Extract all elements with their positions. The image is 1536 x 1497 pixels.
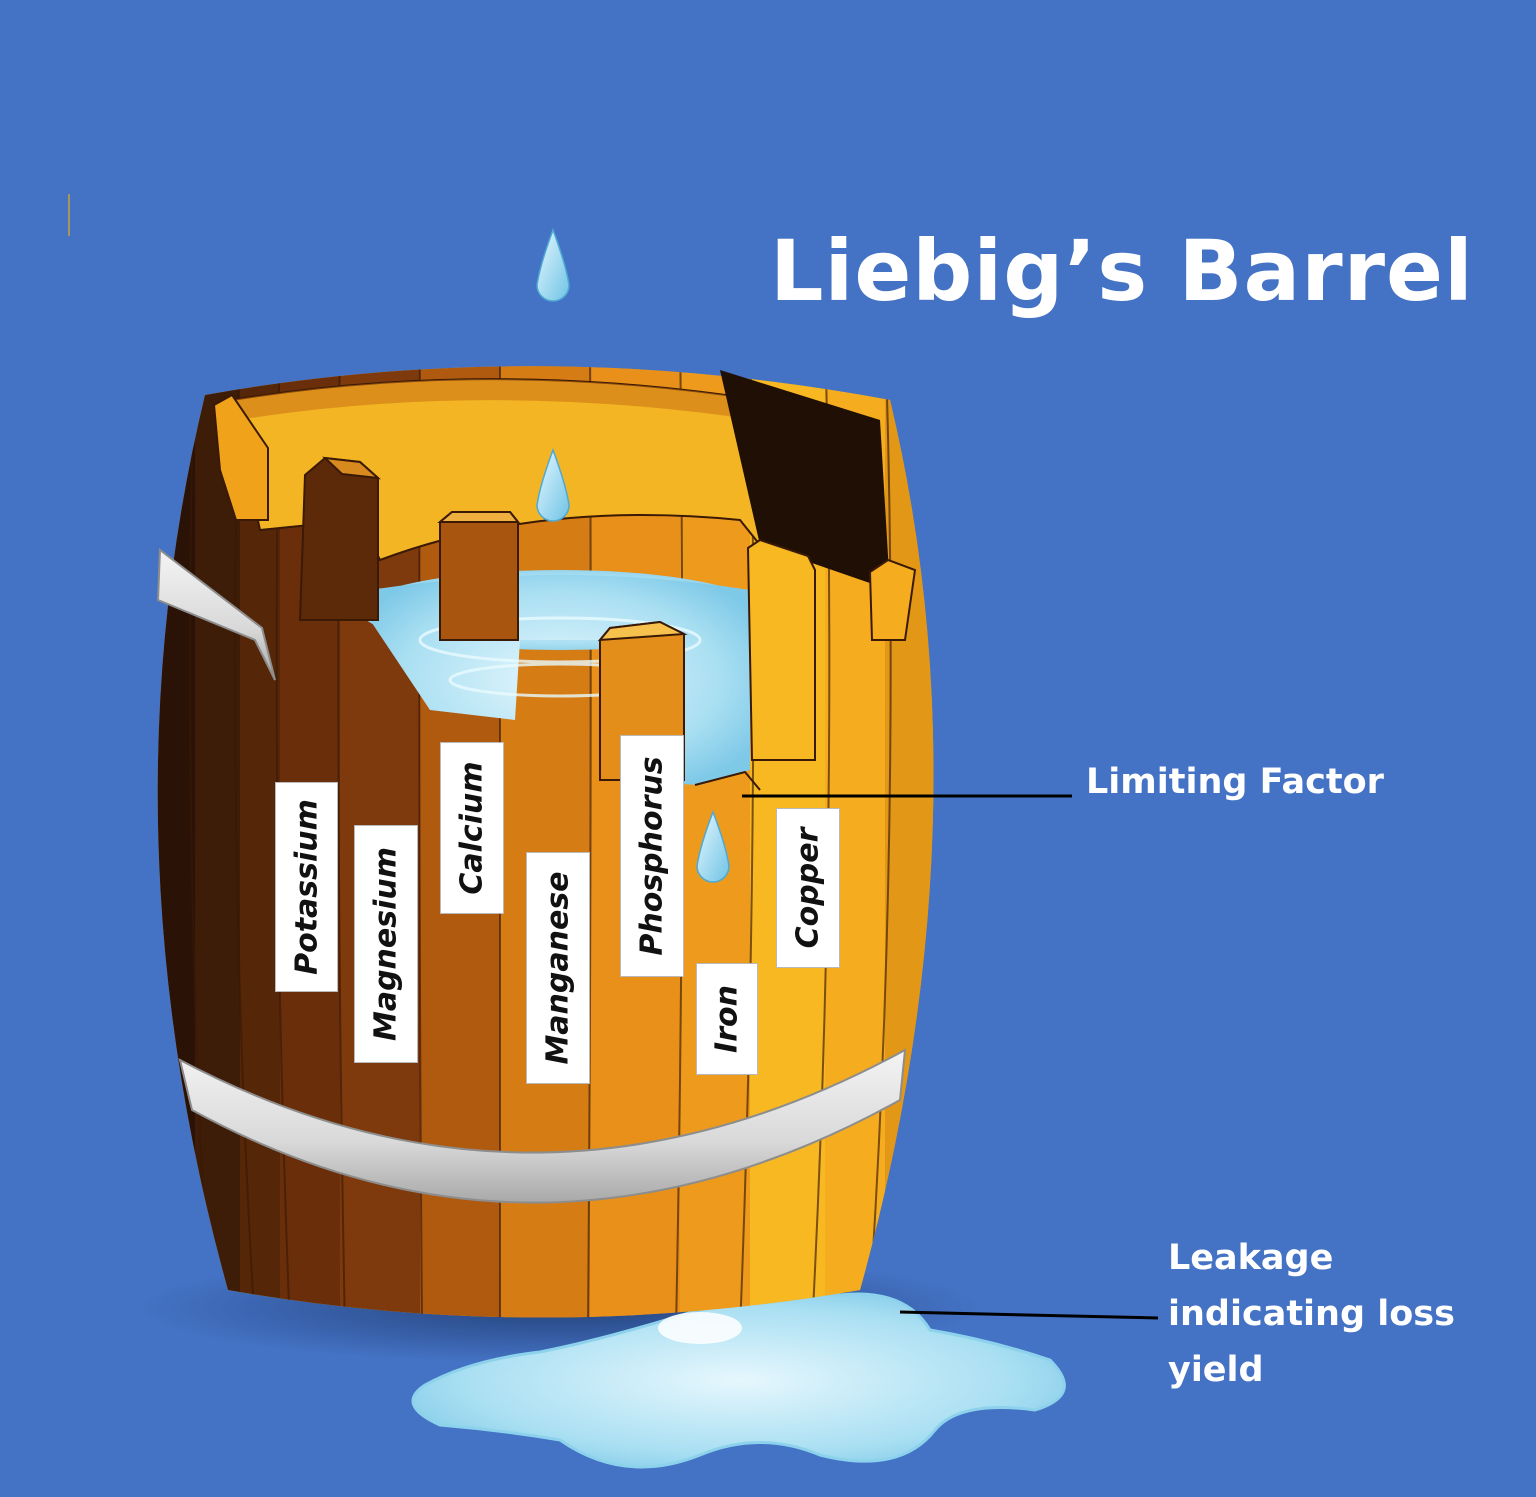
label-potassium: Potassium <box>275 782 338 992</box>
bottom-band <box>178 1048 907 1204</box>
water-puddle <box>411 1292 1066 1469</box>
water-drop-icon <box>696 809 730 883</box>
label-manganese-text: Manganese <box>540 871 576 1065</box>
label-magnesium-text: Magnesium <box>368 846 404 1042</box>
label-calcium-text: Calcium <box>454 761 490 895</box>
leakage-leader-line <box>899 1310 1159 1320</box>
label-manganese: Manganese <box>526 852 590 1084</box>
label-copper: Copper <box>776 808 840 968</box>
diagram-title: Liebig’s Barrel <box>770 222 1474 320</box>
label-magnesium: Magnesium <box>354 825 418 1063</box>
label-phosphorus: Phosphorus <box>620 735 684 977</box>
water-drop-icon <box>536 227 570 302</box>
limiting-factor-callout: Limiting Factor <box>1086 762 1384 802</box>
stave-top-calcium <box>439 511 519 641</box>
stave-top-potassium <box>298 456 379 621</box>
label-phosphorus-text: Phosphorus <box>634 756 670 956</box>
label-iron-text: Iron <box>709 985 745 1053</box>
water-drop-icon <box>536 447 570 522</box>
label-potassium-text: Potassium <box>289 799 324 975</box>
leak-glare <box>658 1312 742 1344</box>
label-iron: Iron <box>696 963 758 1075</box>
label-copper-text: Copper <box>790 827 826 949</box>
interior-shadow <box>720 370 890 590</box>
leakage-callout: Leakage indicating loss yield <box>1168 1238 1455 1390</box>
stave-top-right <box>868 558 917 641</box>
top-band <box>156 548 276 681</box>
label-calcium: Calcium <box>440 742 504 914</box>
stave-top-copper <box>746 538 816 761</box>
